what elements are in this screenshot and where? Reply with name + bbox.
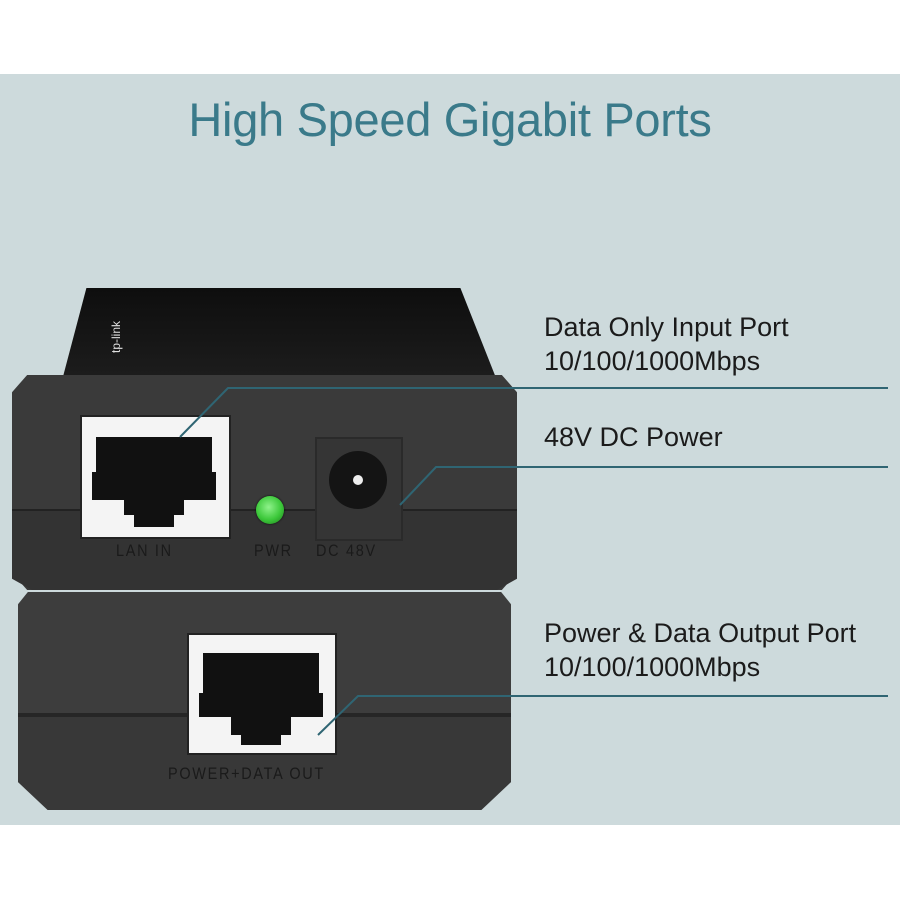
lan-in-port (80, 415, 231, 539)
dc-jack-icon (329, 451, 387, 509)
power-led-icon (256, 496, 284, 524)
callout-data-input: Data Only Input Port 10/100/1000Mbps (544, 310, 789, 378)
rj45-socket-mid (92, 472, 216, 500)
callout-data-input-title: Data Only Input Port (544, 312, 789, 342)
lan-in-label: LAN IN (116, 541, 173, 560)
device-top-face (60, 288, 500, 388)
callout-output-speed: 10/100/1000Mbps (544, 652, 761, 682)
power-data-out-port (187, 633, 337, 755)
power-data-out-label: POWER+DATA OUT (168, 764, 325, 783)
callout-output-title: Power & Data Output Port (544, 618, 857, 648)
pwr-label: PWR (254, 541, 293, 560)
dc-center-pin (353, 475, 363, 485)
callout-power-data-output: Power & Data Output Port 10/100/1000Mbps (544, 616, 856, 684)
brand-logo-icon: tp-link (109, 320, 124, 354)
rj45-socket-bottom (134, 512, 174, 527)
rj45-socket-icon (203, 653, 319, 697)
rj45-socket-icon (96, 437, 212, 475)
callout-data-input-speed: 10/100/1000Mbps (544, 346, 761, 376)
dc-48v-label: DC 48V (316, 541, 377, 560)
rj45-socket-key (231, 713, 291, 735)
callout-dc-power: 48V DC Power (544, 420, 723, 454)
rj45-socket-bottom (241, 731, 281, 745)
dc-48v-port (315, 437, 403, 541)
page-title: High Speed Gigabit Ports (188, 93, 712, 146)
callout-dc-power-title: 48V DC Power (544, 422, 723, 452)
rj45-socket-key (124, 497, 184, 515)
